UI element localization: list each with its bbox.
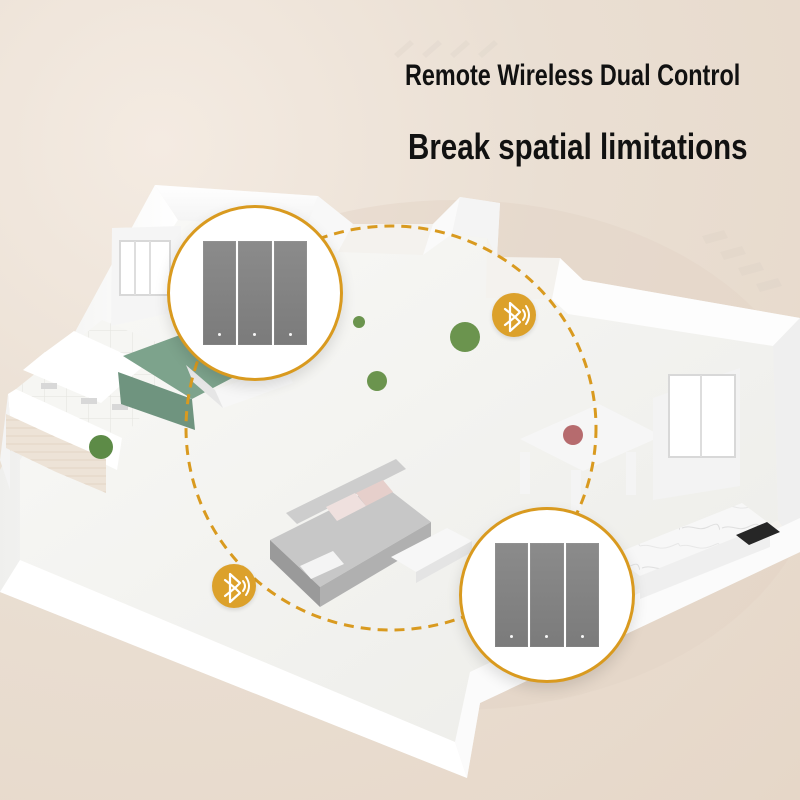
living-zone <box>270 459 472 607</box>
kitchen-zone <box>520 368 780 599</box>
smart-switch-card-top <box>167 205 343 381</box>
switch-key-left <box>495 543 529 647</box>
smart-switch-icon <box>495 543 599 647</box>
switch-key-right <box>273 241 307 345</box>
watermark <box>694 222 790 298</box>
bluetooth-icon <box>492 293 536 337</box>
bluetooth-icon <box>212 564 256 608</box>
headline-primary: Remote Wireless Dual Control <box>405 59 741 92</box>
connection-ring <box>184 224 598 632</box>
smart-switch-card-bottom <box>459 507 635 683</box>
switch-key-center <box>530 543 564 647</box>
switch-key-center <box>238 241 272 345</box>
switch-key-left <box>203 241 237 345</box>
switch-key-right <box>565 543 599 647</box>
smart-switch-icon <box>203 241 307 345</box>
headline-secondary: Break spatial limitations <box>408 126 748 167</box>
watermark <box>388 34 512 74</box>
decor-plants <box>89 316 583 459</box>
